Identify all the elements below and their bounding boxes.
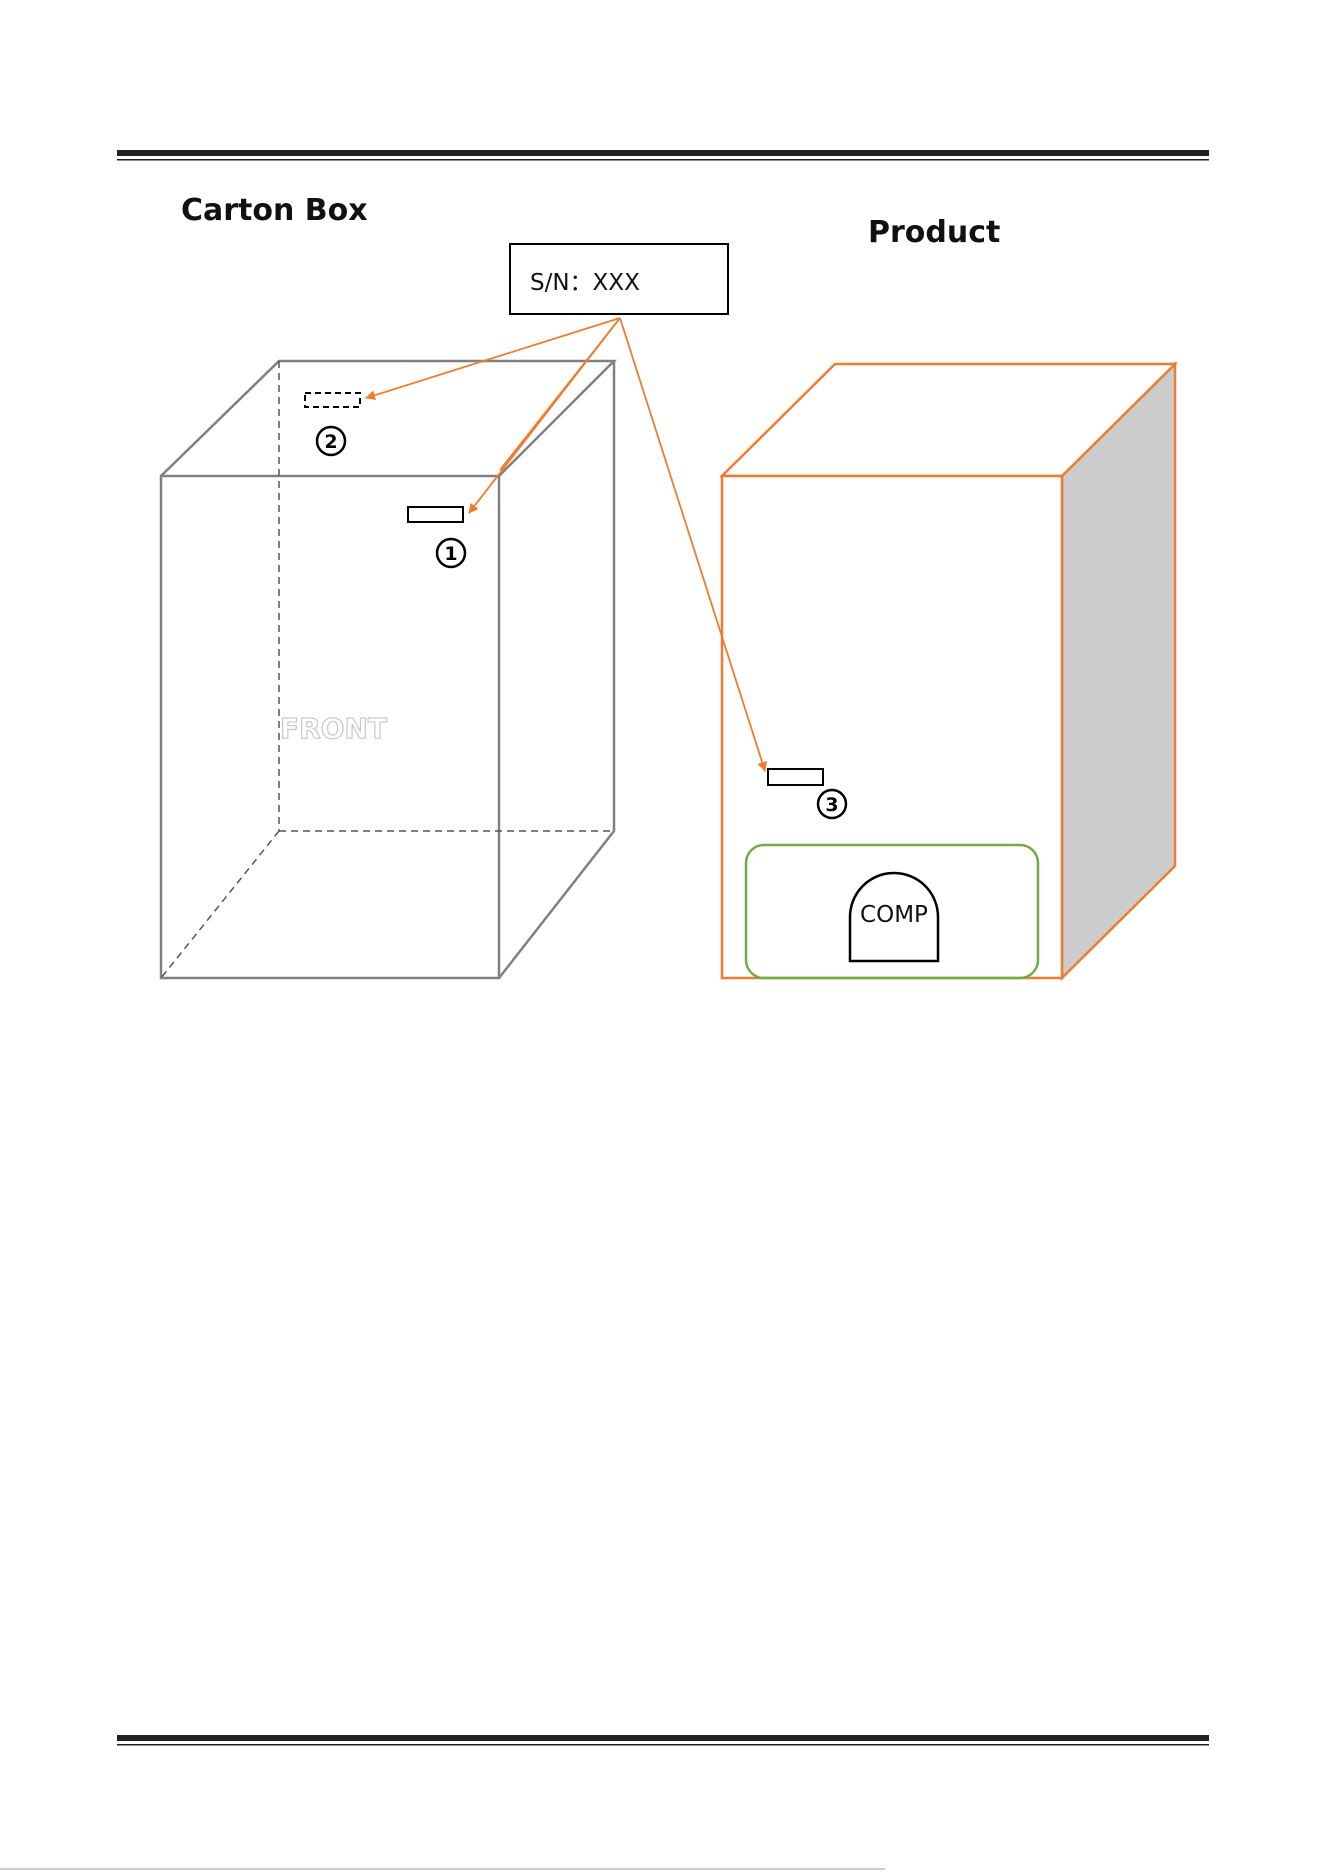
serial-number-label: S/N：XXX bbox=[510, 244, 728, 314]
product-title: Product bbox=[868, 215, 1000, 250]
marker-1-label: 1 bbox=[444, 543, 457, 565]
marker-3: 3 bbox=[818, 790, 846, 818]
serial-number-text: S/N：XXX bbox=[530, 270, 640, 296]
top-rule bbox=[117, 150, 1209, 161]
leader-arrows bbox=[366, 318, 765, 771]
marker-1: 1 bbox=[437, 539, 465, 567]
carton-right-face bbox=[499, 361, 614, 978]
arrow-to-position-1-secondary bbox=[500, 318, 620, 470]
marker-3-label: 3 bbox=[825, 794, 838, 816]
marker-2-label: 2 bbox=[324, 431, 337, 453]
product-box bbox=[722, 364, 1175, 978]
carton-hidden-edges bbox=[161, 361, 614, 978]
carton-top-face bbox=[161, 361, 614, 476]
carton-front-label: FRONT bbox=[280, 712, 387, 745]
component-label: COMP bbox=[860, 902, 928, 928]
marker-2: 2 bbox=[317, 427, 345, 455]
label-position-1 bbox=[408, 507, 463, 522]
bottom-rule bbox=[117, 1735, 1209, 1746]
component-shape: COMP bbox=[850, 873, 938, 961]
label-position-2 bbox=[305, 393, 360, 407]
arrow-to-position-2 bbox=[366, 318, 620, 398]
carton-box-title: Carton Box bbox=[181, 193, 368, 228]
carton-box bbox=[161, 361, 614, 978]
